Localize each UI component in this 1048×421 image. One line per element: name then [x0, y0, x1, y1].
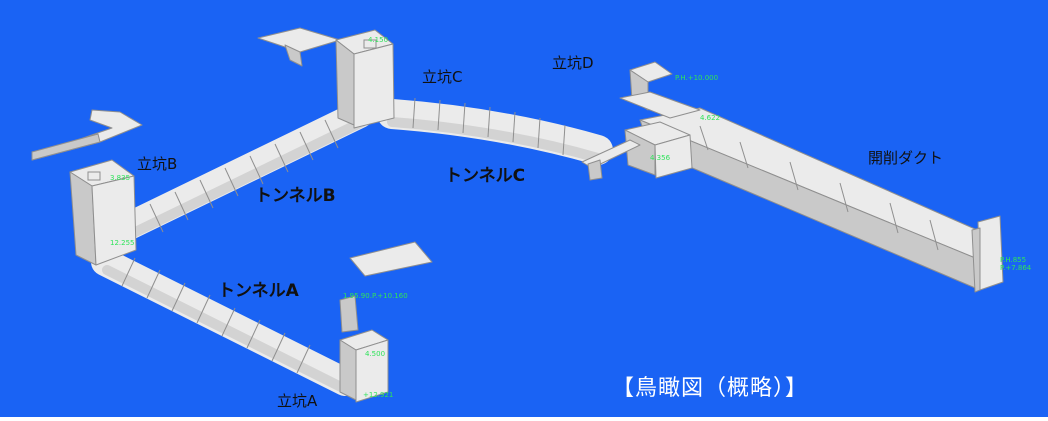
open-cut-duct — [639, 107, 1004, 293]
svg-text:P.+7.864: P.+7.864 — [1000, 264, 1032, 272]
svg-text:4.356: 4.356 — [650, 154, 671, 162]
tunnel-c-body — [377, 99, 613, 165]
svg-text:3.835: 3.835 — [110, 174, 130, 182]
shaft-d — [581, 61, 701, 181]
open-cut-duct-label: 開削ダクト — [868, 149, 944, 167]
svg-text:4.500: 4.500 — [365, 350, 385, 358]
shaft-b-label: 立坑B — [137, 155, 178, 173]
tunnel-a-label: トンネルA — [218, 281, 299, 301]
tunnel-a — [91, 248, 359, 396]
tunnel-a-body — [91, 248, 359, 396]
tunnel-b — [111, 100, 374, 242]
svg-text:+12.921: +12.921 — [363, 391, 393, 399]
svg-text:12.255: 12.255 — [110, 239, 135, 247]
shaft-d-label: 立坑D — [552, 54, 594, 72]
svg-text:P.H.855: P.H.855 — [1000, 256, 1026, 264]
tunnel-b-body — [111, 100, 374, 242]
shaft-c — [257, 27, 395, 129]
tunnel-c — [377, 97, 613, 165]
shaft-a-label: 立坑A — [277, 392, 318, 410]
svg-text:4.622: 4.622 — [700, 114, 720, 122]
tunnel-c-label: トンネルC — [445, 166, 526, 186]
survey-annotations: 4.150 3.835 12.255 P.H.+10.000 4.622 4.3… — [110, 36, 1032, 399]
shaft-c-label: 立坑C — [422, 68, 463, 86]
duct-end-block — [977, 215, 1004, 291]
tunnel-b-label: トンネルB — [255, 186, 336, 206]
diagram-title: 【鳥瞰図（概略）】 — [612, 376, 809, 401]
shaft-a — [339, 241, 433, 403]
duct-segment-lines — [699, 125, 939, 251]
shaft-b — [31, 109, 143, 266]
svg-text:P.H.+10.000: P.H.+10.000 — [675, 74, 718, 82]
svg-text:4.150: 4.150 — [368, 36, 388, 44]
svg-text:1.95.90.P.+10.160: 1.95.90.P.+10.160 — [343, 292, 408, 300]
